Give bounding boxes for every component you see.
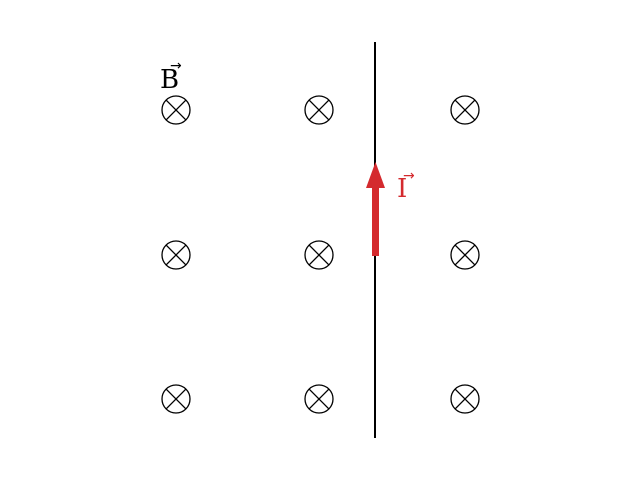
field-into-page-icon bbox=[450, 240, 480, 270]
field-symbol-circle bbox=[304, 384, 334, 414]
field-symbol-cross-stroke bbox=[454, 388, 476, 410]
current-label: I bbox=[397, 174, 407, 204]
field-into-page-icon bbox=[304, 384, 334, 414]
field-symbol-cross-stroke bbox=[165, 388, 187, 410]
field-into-page-icon bbox=[304, 240, 334, 270]
current-arrow-head bbox=[366, 162, 385, 188]
field-symbol-cross-stroke bbox=[454, 99, 476, 121]
field-symbol-circle bbox=[304, 240, 334, 270]
field-symbol-circle bbox=[161, 384, 191, 414]
field-symbol-circle bbox=[450, 240, 480, 270]
field-symbols-group bbox=[161, 95, 480, 414]
field-into-page-icon bbox=[450, 384, 480, 414]
field-symbol-cross-stroke bbox=[308, 244, 330, 266]
field-symbol-cross-stroke bbox=[454, 244, 476, 266]
current-vector-mark: → bbox=[403, 168, 415, 184]
field-label: B bbox=[160, 65, 179, 95]
field-symbol-cross-stroke bbox=[308, 388, 330, 410]
current-arrow-icon bbox=[366, 162, 385, 256]
field-symbol-cross-stroke bbox=[308, 99, 330, 121]
field-vector-mark: → bbox=[170, 58, 182, 74]
field-symbol-circle bbox=[304, 95, 334, 125]
field-symbol-cross-stroke bbox=[165, 99, 187, 121]
field-into-page-icon bbox=[161, 240, 191, 270]
field-symbol-cross-stroke bbox=[165, 244, 187, 266]
field-symbol-circle bbox=[450, 384, 480, 414]
current-arrow-shaft bbox=[372, 186, 379, 256]
field-symbol-circle bbox=[161, 95, 191, 125]
field-into-page-icon bbox=[450, 95, 480, 125]
field-into-page-icon bbox=[161, 95, 191, 125]
field-symbol-circle bbox=[450, 95, 480, 125]
field-into-page-icon bbox=[161, 384, 191, 414]
field-symbol-circle bbox=[161, 240, 191, 270]
field-into-page-icon bbox=[304, 95, 334, 125]
